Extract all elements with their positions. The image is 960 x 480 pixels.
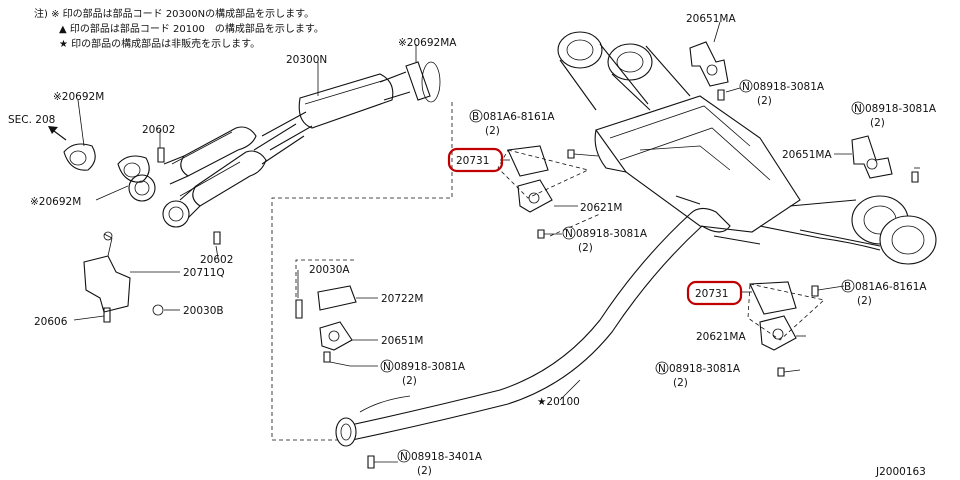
circled-b-icon: B	[841, 279, 855, 293]
svg-text:N: N	[565, 228, 573, 240]
svg-text:N: N	[854, 103, 862, 115]
label-nut-qty-far-right: (2)	[870, 117, 885, 129]
label-nut-qty-lower: (2)	[673, 377, 688, 389]
label-nut-qty-mid: (2)	[578, 242, 593, 254]
circled-b-icon: B	[469, 109, 483, 123]
front-tube-assembly	[63, 61, 441, 245]
label-nut-qty-front: (2)	[402, 375, 417, 387]
circled-n-icon: N	[655, 361, 669, 375]
svg-text:B: B	[844, 281, 851, 293]
label-20621m: 20621M	[580, 202, 622, 214]
label-20651m: 20651M	[381, 335, 423, 347]
circled-n-icon: N	[397, 449, 411, 463]
label-20602-top: 20602	[142, 124, 175, 136]
label-nut-code-top-right: 08918-3081A	[753, 81, 825, 93]
label-20731-lower: 20731	[695, 288, 728, 300]
label-nut-code-pipe: 08918-3401A	[411, 451, 483, 463]
label-20692ma: ※20692MA	[398, 37, 457, 49]
label-20030a: 20030A	[309, 264, 350, 276]
diagram-id: J2000163	[875, 466, 926, 478]
label-20711q: 20711Q	[183, 267, 225, 279]
label-20692m-top: ※20692M	[53, 91, 104, 103]
circled-n-icon: N	[380, 359, 394, 373]
circled-n-icon: N	[739, 79, 753, 93]
dashed-guides	[271, 102, 825, 441]
label-20030b: 20030B	[183, 305, 224, 317]
svg-text:N: N	[383, 361, 391, 373]
label-bolt-code-upper: 081A6-8161A	[483, 111, 555, 123]
label-20692m-left: ※20692M	[30, 196, 81, 208]
circled-n-icon: N	[562, 226, 576, 240]
label-bolt-qty-upper: (2)	[485, 125, 500, 137]
label-nut-qty-pipe: (2)	[417, 465, 432, 477]
arrow-up-left-icon	[48, 126, 67, 141]
highlight-20731-lower	[686, 280, 743, 306]
svg-text:N: N	[658, 363, 666, 375]
label-20621ma: 20621MA	[696, 331, 746, 343]
note-line-2: ▲ 印の部品は部品コード 20100 の構成部品を示します。	[59, 22, 324, 35]
label-nut-code-lower: 08918-3081A	[669, 363, 741, 375]
highlight-20731-upper	[447, 147, 504, 173]
label-20100: ★20100	[537, 396, 580, 408]
label-20300n: 20300N	[286, 54, 327, 66]
notes-block: 注) ※ 印の部品は部品コード 20300Nの構成部品を示します。 ▲ 印の部品…	[34, 7, 324, 50]
note-line-3: ★ 印の部品の構成部品は非販売を示します。	[59, 37, 260, 50]
label-nut-code-far-right: 08918-3081A	[865, 103, 937, 115]
label-20731-upper: 20731	[456, 155, 489, 167]
label-nut-code-mid: 08918-3081A	[576, 228, 648, 240]
label-bolt-code-lower: 081A6-8161A	[855, 281, 927, 293]
note-line-1: 注) ※ 印の部品は部品コード 20300Nの構成部品を示します。	[34, 7, 314, 20]
circled-n-icon: N	[851, 101, 865, 115]
leader-lines	[73, 21, 920, 463]
label-20606: 20606	[34, 316, 68, 328]
label-20651ma-mid: 20651MA	[782, 149, 832, 161]
bracket-20711q	[83, 231, 164, 323]
label-nut-code-front: 08918-3081A	[394, 361, 466, 373]
svg-text:N: N	[400, 451, 408, 463]
label-20602-bottom: 20602	[200, 254, 233, 266]
label-bolt-qty-lower: (2)	[857, 295, 872, 307]
svg-text:B: B	[472, 111, 479, 123]
label-nut-qty-top-right: (2)	[757, 95, 772, 107]
label-sec-208: SEC. 208	[8, 114, 55, 126]
label-20651ma-top: 20651MA	[686, 13, 736, 25]
label-20722m: 20722M	[381, 293, 423, 305]
rear-muffler-assembly	[507, 31, 937, 377]
svg-text:N: N	[742, 81, 750, 93]
hanger-cluster-front	[295, 285, 357, 363]
main-pipe-20100	[335, 213, 703, 469]
part-labels: 20300N ※20692MA ※20692M SEC. 208 ※20692M…	[8, 13, 937, 478]
